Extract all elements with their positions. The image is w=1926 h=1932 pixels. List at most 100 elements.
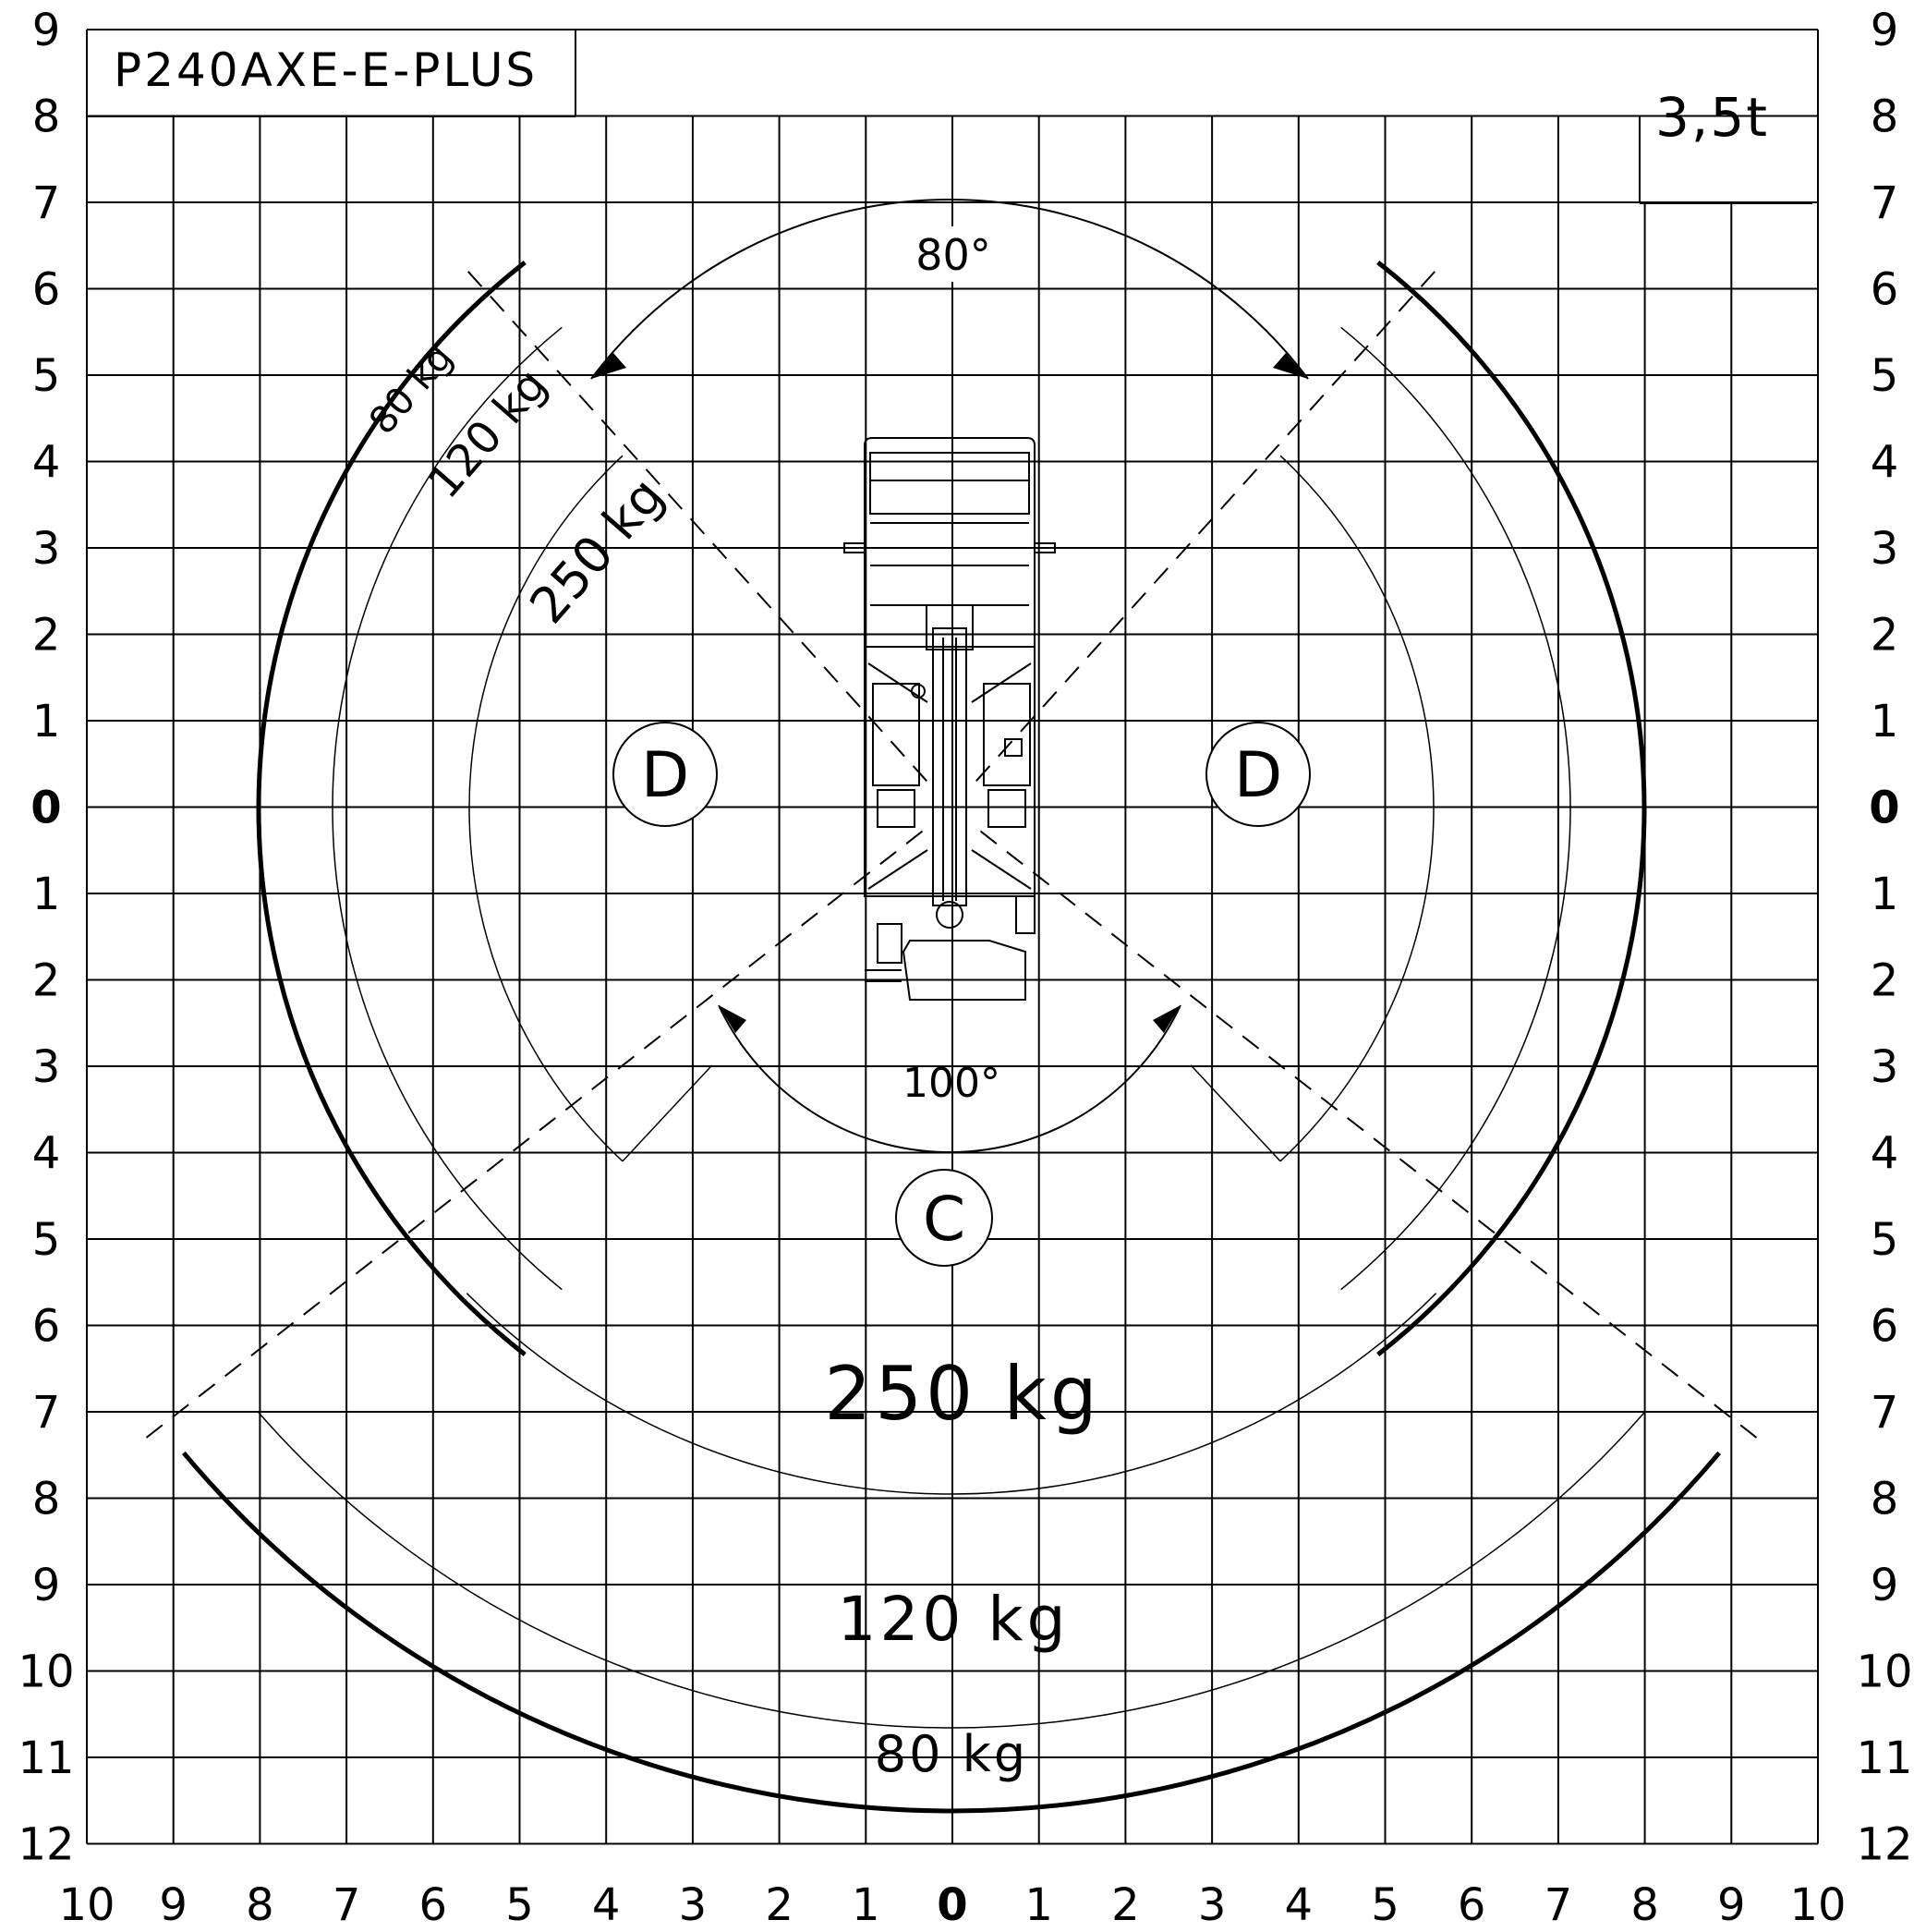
y-axis-label-left: 0 (30, 783, 61, 834)
y-axis-label-right: 4 (1871, 437, 1899, 489)
x-axis-label: 10 (1789, 1879, 1846, 1931)
y-axis-label-right: 1 (1871, 869, 1899, 920)
rear-right-dashed-boundary (979, 830, 1761, 1441)
y-axis-label-left: 3 (32, 523, 61, 575)
x-axis-label: 8 (1630, 1879, 1659, 1931)
x-axis-label: 7 (1544, 1879, 1573, 1931)
angle-arrowheads (591, 353, 1308, 1033)
y-axis-label-left: 8 (32, 1474, 61, 1525)
side-right-lower-cap (1190, 1064, 1281, 1162)
front-left-dashed-boundary (462, 265, 927, 782)
y-axis-label-left: 9 (32, 5, 61, 56)
y-axis-label-right: 2 (1871, 610, 1899, 662)
front-angle-label-bg (896, 226, 1003, 282)
rear-load-inner: 250 kg (824, 1351, 1100, 1437)
y-axis-label-right: 8 (1871, 1474, 1899, 1525)
x-axis-label: 5 (1371, 1879, 1399, 1931)
y-axis-label-left: 2 (32, 610, 61, 662)
y-axis-label-right: 3 (1871, 1041, 1899, 1093)
y-axis-label-right: 8 (1871, 91, 1899, 143)
x-axis-label: 9 (1717, 1879, 1746, 1931)
zone-letter-rear: C (895, 1169, 993, 1267)
rear-120kg-boundary (257, 1411, 1646, 1729)
zone-letter-left: D (612, 722, 718, 827)
x-axis-label: 4 (1285, 1879, 1314, 1931)
y-axis-label-left: 5 (32, 350, 61, 402)
y-axis-label-left: 6 (32, 1301, 61, 1353)
weight-box: 3,5t (1639, 86, 1812, 204)
x-axis-label: 3 (679, 1879, 708, 1931)
y-axis-label-right: 5 (1871, 350, 1899, 402)
y-axis-label-left: 5 (32, 1214, 61, 1266)
x-axis-label: 4 (592, 1879, 621, 1931)
zone-letter-right-text: D (1234, 739, 1282, 812)
y-axis-label-left: 4 (32, 437, 61, 489)
y-axis-label-left: 6 (32, 264, 61, 316)
side-right-250kg-boundary (1279, 455, 1435, 1162)
y-axis-label-right: 6 (1871, 1301, 1899, 1353)
front-angle-label: 80° (915, 230, 991, 280)
y-axis-label-left: 8 (32, 91, 61, 143)
x-axis-label: 8 (246, 1879, 274, 1931)
vehicle-weight-label: 3,5t (1655, 86, 1769, 149)
x-axis-label: 3 (1198, 1879, 1227, 1931)
y-axis-label-right: 10 (1856, 1646, 1912, 1698)
y-axis-label-left: 12 (18, 1819, 74, 1871)
x-axis-label: 2 (765, 1879, 793, 1931)
y-axis-label-right: 4 (1871, 1128, 1899, 1180)
rear-load-outer: 80 kg (875, 1725, 1028, 1783)
x-axis-label: 0 (937, 1879, 967, 1931)
front-angle-arc (590, 199, 1309, 380)
x-axis-label: 7 (333, 1879, 361, 1931)
y-axis-label-right: 3 (1871, 523, 1899, 575)
y-axis-label-right: 9 (1871, 5, 1899, 56)
y-axis-label-right: 6 (1871, 264, 1899, 316)
y-axis-label-left: 9 (32, 1560, 61, 1611)
x-axis-label: 9 (159, 1879, 188, 1931)
y-axis-label-left: 7 (32, 1387, 61, 1439)
rear-250kg-boundary (466, 1293, 1437, 1495)
x-axis-label: 6 (1458, 1879, 1486, 1931)
y-axis-label-right: 2 (1871, 955, 1899, 1007)
zone-letter-left-text: D (641, 739, 689, 812)
y-axis-label-right: 11 (1856, 1732, 1912, 1784)
model-title: P240AXE-E-PLUS (114, 43, 538, 97)
y-axis-label-left: 4 (32, 1128, 61, 1180)
rear-angle-label: 100° (902, 1060, 1000, 1107)
zone-sectors (142, 261, 1761, 1814)
y-axis-label-right: 7 (1871, 177, 1899, 229)
side-right-120kg-boundary (1340, 326, 1571, 1291)
zone-letter-right: D (1205, 722, 1311, 827)
rear-load-middle: 120 kg (837, 1584, 1069, 1655)
y-axis-label-right: 9 (1871, 1560, 1899, 1611)
x-axis-label: 1 (1024, 1879, 1053, 1931)
y-axis-label-right: 7 (1871, 1387, 1899, 1439)
y-axis-label-left: 2 (32, 955, 61, 1007)
x-axis-label: 5 (505, 1879, 534, 1931)
y-axis-label-right: 0 (1869, 783, 1899, 834)
y-axis-label-right: 12 (1856, 1819, 1912, 1871)
y-axis-label-left: 3 (32, 1041, 61, 1093)
y-axis-label-left: 7 (32, 177, 61, 229)
side-left-250kg-boundary (468, 455, 624, 1162)
side-load-inner: 250 kg (518, 467, 674, 635)
y-axis-label-left: 1 (32, 696, 61, 747)
y-axis-label-left: 10 (18, 1646, 74, 1698)
front-right-dashed-boundary (975, 265, 1441, 782)
side-left-outer-boundary (256, 261, 527, 1356)
zone-letter-rear-text: C (923, 1184, 965, 1255)
rear-angle-arc (718, 1004, 1181, 1154)
x-axis-label: 1 (852, 1879, 880, 1931)
model-title-box: P240AXE-E-PLUS (87, 30, 576, 117)
side-left-lower-cap (622, 1064, 713, 1162)
y-axis-label-right: 5 (1871, 1214, 1899, 1266)
y-axis-label-left: 1 (32, 869, 61, 920)
y-axis-label-left: 11 (18, 1732, 74, 1784)
side-left-120kg-boundary (332, 326, 563, 1291)
x-axis-label: 2 (1111, 1879, 1140, 1931)
x-axis-label: 6 (419, 1879, 448, 1931)
coordinate-grid (86, 29, 1819, 1845)
side-right-outer-boundary (1376, 261, 1647, 1356)
